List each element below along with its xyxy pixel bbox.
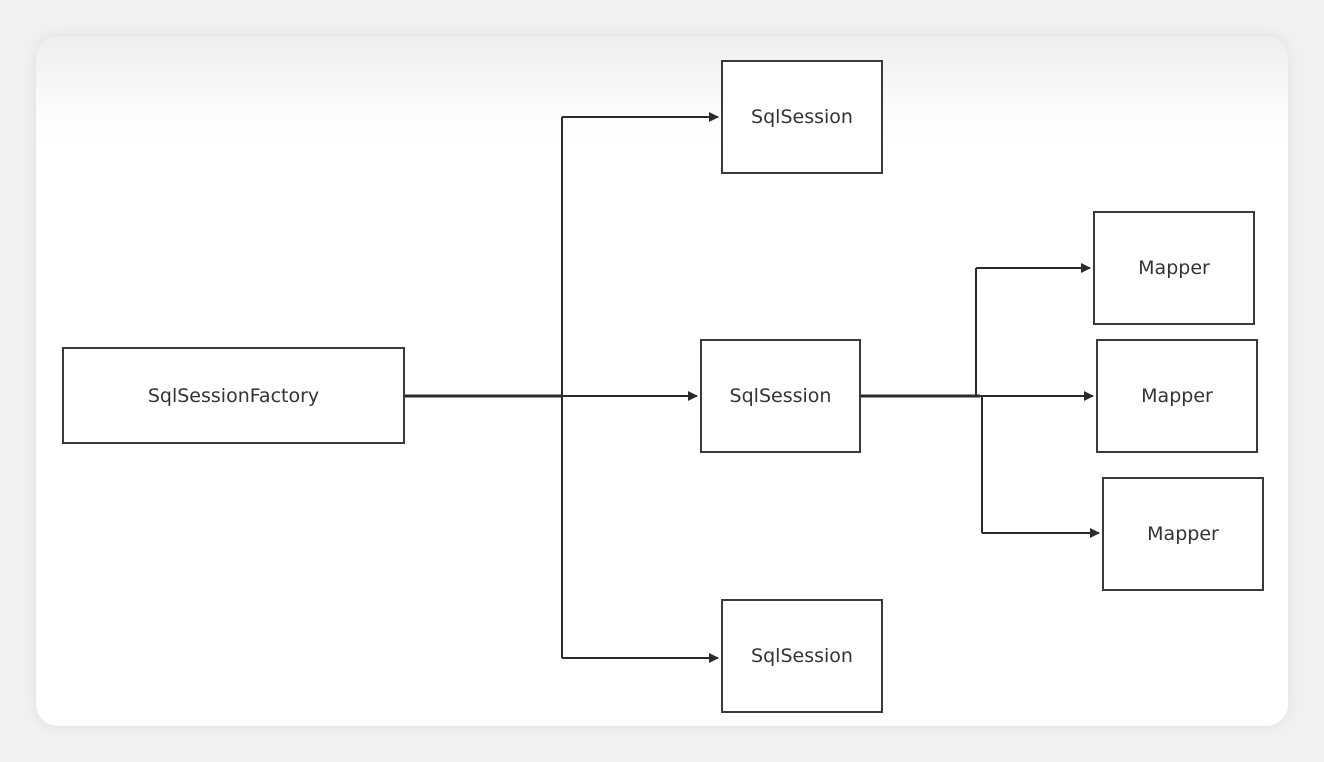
sql-session-factory-label: SqlSessionFactory (147, 384, 320, 407)
mapper-3-box: Mapper (1102, 477, 1264, 591)
sql-session-middle-box: SqlSession (700, 339, 861, 453)
mapper-2-label: Mapper (1141, 385, 1213, 407)
sql-session-top-box: SqlSession (721, 60, 883, 174)
mapper-2-box: Mapper (1096, 339, 1258, 453)
sql-session-bottom-label: SqlSession (751, 645, 853, 667)
mapper-1-label: Mapper (1138, 257, 1210, 279)
sql-session-middle-label: SqlSession (729, 385, 832, 407)
mapper-3-label: Mapper (1147, 523, 1219, 545)
mapper-1-box: Mapper (1093, 211, 1255, 325)
sql-session-bottom-box: SqlSession (721, 599, 883, 713)
sql-session-top-label: SqlSession (751, 106, 853, 128)
sql-session-factory-box: SqlSessionFactory (62, 347, 405, 444)
